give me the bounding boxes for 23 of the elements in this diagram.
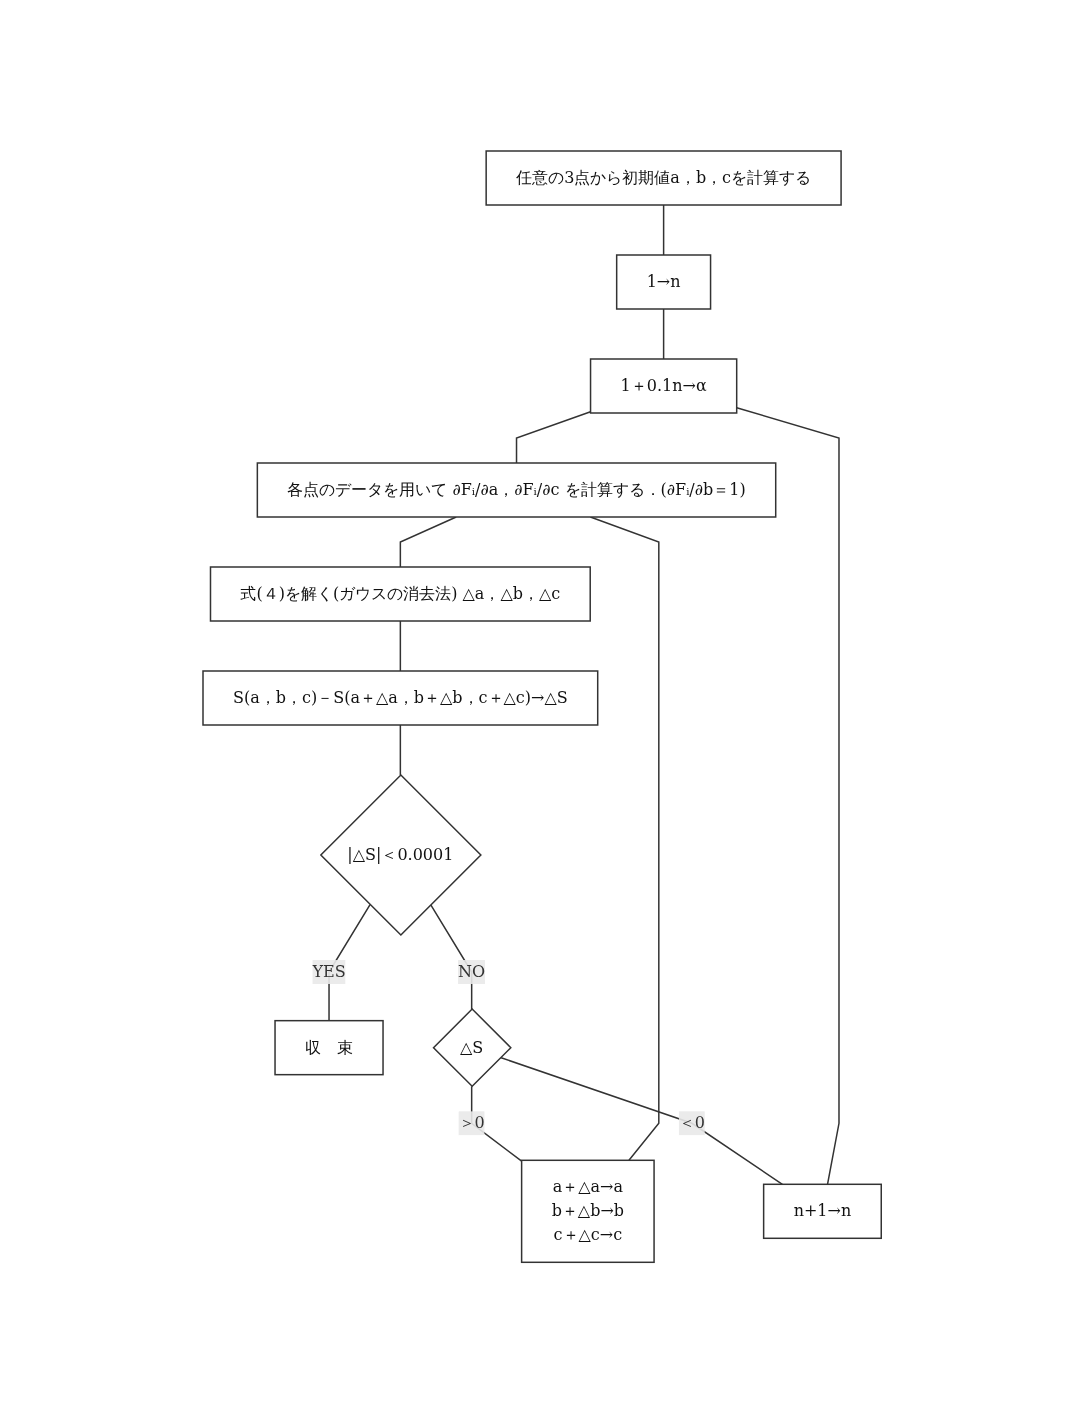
node-diamond: |△S|＜0.0001: [320, 773, 483, 936]
node-box: 任意の3点から初期値a，b，cを計算する: [485, 150, 843, 206]
connector: [400, 724, 402, 776]
connector: [663, 204, 665, 256]
node-box: 各点のデータを用いて ∂Fᵢ/∂a，∂Fᵢ/∂c を計算する．(∂Fᵢ/∂b＝1): [256, 462, 777, 518]
node-box: 1＋0.1n→α: [590, 358, 738, 414]
node-box: 式(４)を解く(ガウスの消去法) △a，△b，△c: [210, 566, 592, 622]
edge-label: ＜0: [679, 1113, 706, 1133]
connector: [400, 620, 402, 672]
node-box: 収 束: [274, 1019, 385, 1076]
node-box: 1→n: [616, 254, 712, 310]
node-diamond: △S: [432, 1007, 513, 1088]
edge-label: NO: [458, 961, 486, 981]
connector: [590, 516, 660, 1161]
connector: [500, 1056, 784, 1185]
edge-label: ＞0: [458, 1113, 486, 1133]
node-box: S(a，b，c)－S(a＋△a，b＋△b，c＋△c)→△S: [202, 670, 599, 726]
node-box: a＋△a→a b＋△b→b c＋△c→c: [521, 1159, 656, 1263]
connector: [663, 308, 665, 360]
node-box: n+1→n: [763, 1183, 883, 1239]
edge-label: YES: [312, 961, 347, 981]
connector: [400, 516, 458, 568]
connector: [516, 410, 592, 464]
